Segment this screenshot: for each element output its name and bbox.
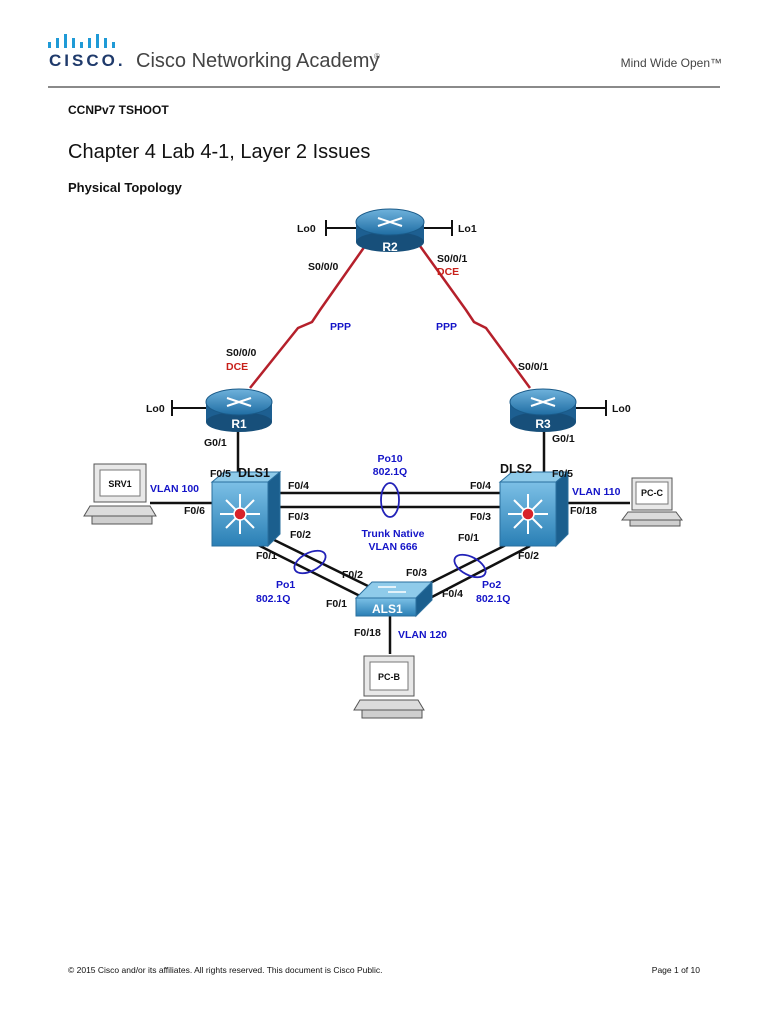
router-arrows-icon xyxy=(377,217,403,227)
label-native-vlan: VLAN 666 xyxy=(368,541,417,553)
router-r3-label: R3 xyxy=(535,417,551,431)
label-po2-mode: 802.1Q xyxy=(476,593,510,605)
label-r1-s000: S0/0/0 xyxy=(226,347,257,359)
router-r3: R3 xyxy=(509,388,577,432)
loopback-lo0-r2 xyxy=(325,220,356,236)
footer-copyright: © 2015 Cisco and/or its affiliates. All … xyxy=(68,965,383,975)
label-po10-mode: 802.1Q xyxy=(373,466,407,478)
label-r3-g01: G0/1 xyxy=(552,433,575,445)
label-als1-f04: F0/4 xyxy=(442,588,463,600)
router-arrows-icon xyxy=(226,397,252,407)
loopback-lo0-r1 xyxy=(171,400,206,416)
link-dls2-als1-f01 xyxy=(419,538,517,590)
cisco-bridge-logo-icon xyxy=(48,34,115,48)
switch-dls1-label: DLS1 xyxy=(238,466,270,480)
section-heading: Physical Topology xyxy=(68,180,182,195)
router-r2: R2 xyxy=(355,208,425,254)
label-lo1-r2: Lo1 xyxy=(458,223,477,235)
label-als1-f02: F0/2 xyxy=(342,569,363,581)
label-r2-s000: S0/0/0 xyxy=(308,261,339,273)
label-dls1-f04: F0/4 xyxy=(288,480,309,492)
serial-link-r2-r3 xyxy=(418,245,532,389)
link-dls2-als1-f02 xyxy=(429,544,531,600)
label-lo0-r1: Lo0 xyxy=(146,403,165,415)
label-po10: Po10 xyxy=(377,453,402,465)
multilayer-switch-dls2 xyxy=(498,470,570,548)
label-vlan120: VLAN 120 xyxy=(398,629,447,641)
etherchannel-po2-ring xyxy=(453,553,487,579)
brand-trademark: ® xyxy=(374,52,380,61)
multilayer-switch-dls1 xyxy=(210,470,282,548)
label-dls1-f02: F0/2 xyxy=(290,529,311,541)
label-po1-mode: 802.1Q xyxy=(256,593,290,605)
label-r2-dce: DCE xyxy=(437,266,459,278)
host-pc-b: PC-B xyxy=(353,655,425,719)
label-r1-g01: G0/1 xyxy=(204,437,227,449)
label-r1-dce: DCE xyxy=(226,361,248,373)
router-arrows-icon xyxy=(530,397,556,407)
label-r3-s001: S0/0/1 xyxy=(518,361,549,373)
page-title: Chapter 4 Lab 4-1, Layer 2 Issues xyxy=(68,141,371,163)
router-r1-label: R1 xyxy=(231,417,247,431)
label-r2-s001: S0/0/1 xyxy=(437,253,468,265)
label-als1-f01: F0/1 xyxy=(326,598,347,610)
label-dls2-f01: F0/1 xyxy=(458,532,479,544)
label-trunk-native: Trunk Native xyxy=(361,528,424,540)
host-srv1-label: SRV1 xyxy=(108,479,131,489)
label-lo0-r2: Lo0 xyxy=(297,223,316,235)
link-dls1-als1-f01 xyxy=(247,538,361,598)
label-dls1-f05: F0/5 xyxy=(210,468,231,480)
label-dls2-f018: F0/18 xyxy=(570,505,597,517)
cisco-logo-word: CISCO. xyxy=(49,51,126,70)
label-als1-f018: F0/18 xyxy=(354,627,381,639)
host-srv1: SRV1 xyxy=(83,463,157,525)
host-pc-b-label: PC-B xyxy=(378,672,400,682)
label-po2: Po2 xyxy=(482,579,501,591)
tagline: Mind Wide Open™ xyxy=(620,56,722,70)
link-dls1-als1-f02 xyxy=(261,532,373,590)
label-dls2-f02: F0/2 xyxy=(518,550,539,562)
course-name: CCNPv7 TSHOOT xyxy=(68,103,169,117)
label-dls1-f01: F0/1 xyxy=(256,550,277,562)
label-dls2-f05: F0/5 xyxy=(552,468,573,480)
label-vlan100: VLAN 100 xyxy=(150,483,199,495)
label-als1-f03: F0/3 xyxy=(406,567,427,579)
label-po1: Po1 xyxy=(276,579,295,591)
label-lo0-r3: Lo0 xyxy=(612,403,631,415)
host-pc-c-label: PC-C xyxy=(641,488,663,498)
label-ppp-right: PPP xyxy=(436,321,457,333)
page-header: CISCO. Cisco Networking Academy ® Mind W… xyxy=(0,0,768,96)
label-dls2-f04: F0/4 xyxy=(470,480,491,492)
router-r1: R1 xyxy=(205,388,273,432)
etherchannel-po1-ring xyxy=(293,549,327,575)
switch-dls2-label: DLS2 xyxy=(500,462,532,476)
serial-link-r2-r1 xyxy=(249,245,367,389)
header-divider xyxy=(48,86,720,88)
label-ppp-left: PPP xyxy=(330,321,351,333)
label-dls1-f06: F0/6 xyxy=(184,505,205,517)
router-r2-label: R2 xyxy=(382,240,398,254)
etherchannel-po10-ring xyxy=(380,482,400,518)
access-switch-als1 xyxy=(354,580,434,618)
label-vlan110: VLAN 110 xyxy=(572,486,621,498)
loopback-lo1-r2 xyxy=(424,220,453,236)
label-dls1-f03: F0/3 xyxy=(288,511,309,523)
brand-name: Cisco Networking Academy xyxy=(136,50,380,72)
label-dls2-f03: F0/3 xyxy=(470,511,491,523)
footer-page-number: Page 1 of 10 xyxy=(651,965,700,975)
switch-arrows-icon xyxy=(378,586,406,593)
host-pc-c: PC-C xyxy=(621,477,683,527)
switch-als1-label: ALS1 xyxy=(372,602,403,616)
loopback-lo0-r3 xyxy=(576,400,607,416)
